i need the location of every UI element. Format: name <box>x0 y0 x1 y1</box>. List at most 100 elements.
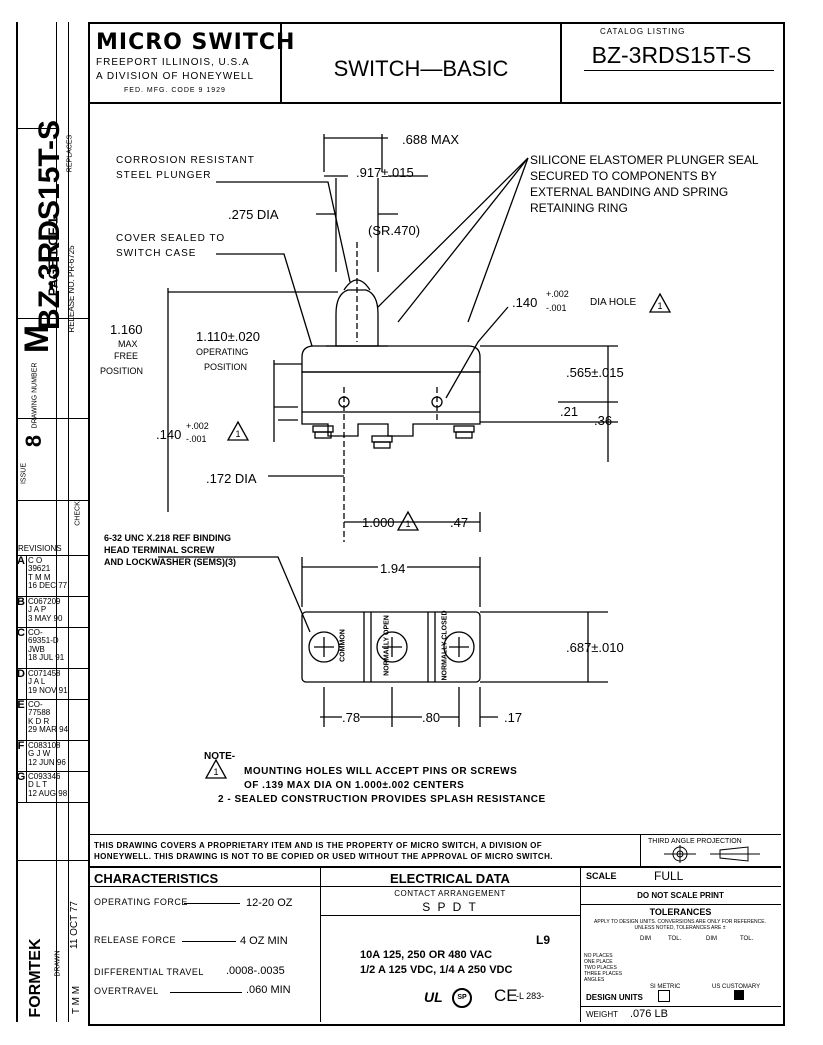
electrical-rating: 1/2 A 125 VDC, 1/4 A 250 VDC <box>360 964 513 976</box>
left-replaces: REPLACES <box>66 134 74 173</box>
contact-label: CONTACT ARRANGEMENT <box>394 889 506 898</box>
char-value: 12-20 OZ <box>246 897 293 909</box>
plunger-label: CORROSION RESISTANT <box>116 155 255 166</box>
us-customary-checkbox[interactable] <box>734 990 744 1000</box>
dim-140-left-tol: -.001 <box>186 434 207 444</box>
terminal-no: NORMALLY OPEN <box>383 615 391 676</box>
cover-label: COVER SEALED TO <box>116 233 226 244</box>
dim-194: 1.94 <box>378 561 408 576</box>
dim-17: .17 <box>504 710 523 725</box>
char-value: .0008-.0035 <box>226 965 285 977</box>
triangle-number: 1 <box>657 301 662 311</box>
catalog-number: BZ-3RDS15T-S <box>591 42 752 68</box>
dim-688: .688 MAX <box>402 132 460 147</box>
notes-heading: NOTE- <box>204 751 236 762</box>
seal-label: SECURED TO COMPONENTS BY <box>530 169 717 183</box>
scale-value: FULL <box>654 869 684 883</box>
char-label: OPERATING FORCE <box>94 897 188 907</box>
note-1: OF .139 MAX DIA ON 1.000±.002 CENTERS <box>244 780 465 791</box>
cover-label: SWITCH CASE <box>116 248 197 259</box>
catalog-label: CATALOG LISTING <box>600 27 686 36</box>
char-label: OVERTRAVEL <box>94 986 159 996</box>
weight-label: WEIGHT <box>586 1010 618 1019</box>
fed-code: FED. MFG. CODE 9 1929 <box>124 87 226 94</box>
left-strip <box>16 22 90 1022</box>
us-customary-label: US CUSTOMARY <box>712 984 761 990</box>
triangle-number: 1 <box>405 519 410 529</box>
char-value: .060 MIN <box>246 984 291 996</box>
note-1: MOUNTING HOLES WILL ACCEPT PINS OR SCREW… <box>244 766 518 777</box>
proprietary-line: HONEYWELL. THIS DRAWING IS NOT TO BE COP… <box>94 852 553 861</box>
switch-case <box>301 345 481 373</box>
note-triangle-hole <box>648 292 672 313</box>
contact-value: S P D T <box>422 900 478 914</box>
electrical-code: L9 <box>536 933 551 947</box>
dim-78: .78 <box>342 710 361 725</box>
formtek-label: FORMTEK <box>27 938 44 1018</box>
drawing-frame <box>88 22 785 1026</box>
screw-label: 6-32 UNC X.218 REF BINDING <box>104 533 232 543</box>
left-revisions-label: REVISIONS <box>18 544 62 553</box>
left-drawing-label: DRAWING NUMBER <box>31 362 39 429</box>
projection-symbol <box>664 845 760 863</box>
dim-140-left-tol: +.002 <box>186 421 209 431</box>
seal-label: SILICONE ELASTOMER PLUNGER SEAL <box>530 153 759 167</box>
left-drawing-letter: M <box>18 324 56 354</box>
electrical-rating: 10A 125, 250 OR 480 VAC <box>360 949 493 961</box>
brand-division: A DIVISION OF HONEYWELL <box>96 71 255 82</box>
dim-687: .687±.010 <box>566 640 624 655</box>
seal-label: RETAINING RING <box>530 201 628 215</box>
tol-col-dim: DIM <box>706 936 717 942</box>
csa-mark: SP <box>452 988 472 1008</box>
left-drawn-label: DRAWN <box>54 950 62 977</box>
dim-917: .917±.015 <box>356 165 414 180</box>
tol-col-dim: DIM <box>640 936 651 942</box>
projection-label: THIRD ANGLE PROJECTION <box>648 838 742 845</box>
cert-ref: -L 283- <box>516 991 545 1001</box>
dim-47: .47 <box>450 515 469 530</box>
tol-col-tol: TOL. <box>668 936 682 942</box>
triangle-number: 1 <box>235 429 240 439</box>
tol-row: ANGLES <box>584 977 605 983</box>
note-triangle-center <box>396 510 420 531</box>
note-triangle-note <box>204 758 228 779</box>
op-position: 1.110±.020 <box>196 329 261 344</box>
seal-label: EXTERNAL BANDING AND SPRING <box>530 185 729 199</box>
dim-275: .275 DIA <box>228 207 279 222</box>
free-position: 1.160 <box>110 322 143 337</box>
char-label: DIFFERENTIAL TRAVEL <box>94 967 204 977</box>
left-drawn-date: 11 OCT 77 <box>69 901 80 949</box>
tol-col-tol: TOL. <box>740 936 754 942</box>
op-position: OPERATING <box>196 347 249 357</box>
characteristics-heading: CHARACTERISTICS <box>94 871 219 886</box>
no-scale: DO NOT SCALE PRINT <box>637 891 724 900</box>
tol-row: NO PLACES <box>584 953 613 959</box>
left-page: PAGE 1 OF 1 <box>45 216 61 297</box>
dim-80: .80 <box>422 710 441 725</box>
screw-label: AND LOCKWASHER (SEMS)(3) <box>104 557 236 567</box>
terminal-nc: NORMALLY CLOSED <box>441 610 449 681</box>
brand-logo: MICRO SWITCH <box>96 30 296 55</box>
weight-value: .076 LB <box>630 1008 668 1020</box>
screw-label: HEAD TERMINAL SCREW <box>104 545 215 555</box>
electrical-heading: ELECTRICAL DATA <box>390 871 510 886</box>
op-position: POSITION <box>204 362 248 372</box>
tol-row: TWO PLACES <box>584 965 617 971</box>
char-label: RELEASE FORCE <box>94 935 177 945</box>
dim-140-left: .140 <box>156 427 182 442</box>
free-position: FREE <box>114 351 139 361</box>
dim-1000: 1.000 <box>362 515 395 530</box>
si-metric-checkbox[interactable] <box>658 990 670 1002</box>
left-issue-label: ISSUE <box>20 463 28 485</box>
note-triangle-left <box>226 420 250 441</box>
left-drawn-by: T M M <box>71 985 82 1015</box>
dim-172: .172 DIA <box>206 471 257 486</box>
dim-21: .21 <box>560 404 579 419</box>
switch-body <box>301 371 481 413</box>
